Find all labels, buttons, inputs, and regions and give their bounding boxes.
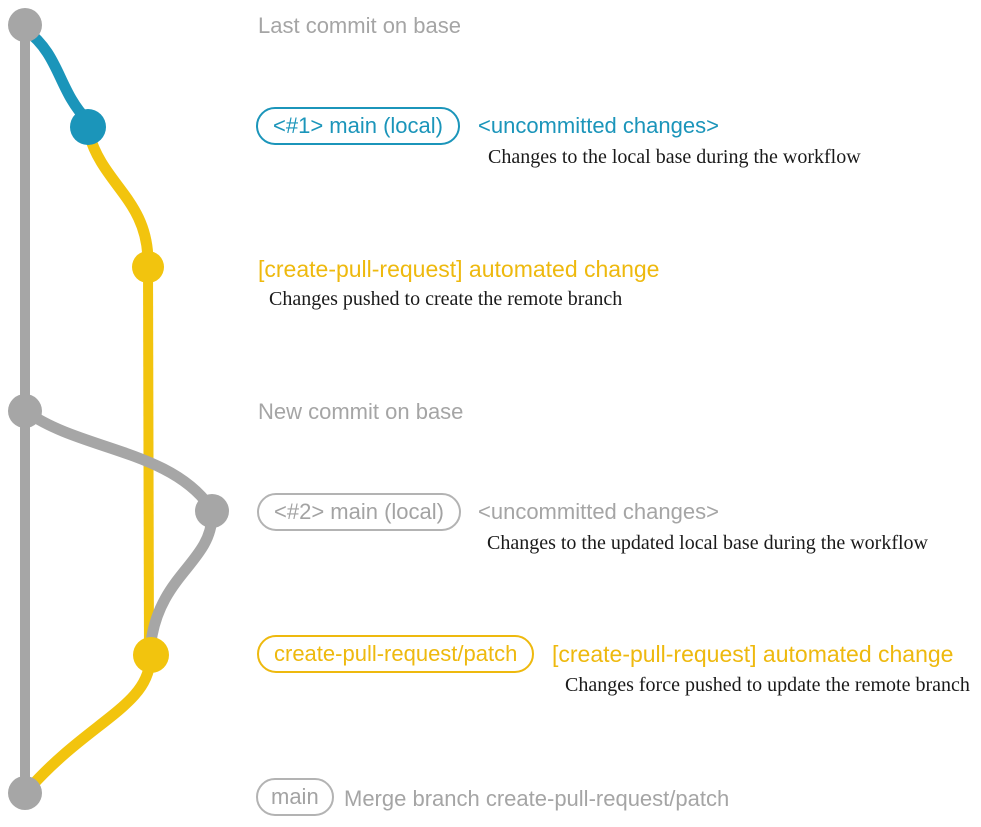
patch-branch-curve-top [83,128,154,268]
heading-uncommitted-changes-2: <uncommitted changes> [478,499,719,524]
commit-dot-merge [8,776,42,810]
heading-automated-change-1: [create-pull-request] automated change [258,256,660,282]
commit-dot-automated-1 [132,251,164,283]
local-changes-curve-1 [20,24,93,126]
git-graph [8,8,229,810]
label-last-commit-on-base: Last commit on base [258,13,461,38]
commit-dot-new-base [8,394,42,428]
label-new-commit-on-base: New commit on base [258,399,464,424]
commit-dot-last-base [8,8,42,42]
commit-dot-automated-2 [133,637,169,673]
commit-dot-uncommitted-2 [195,494,229,528]
note-uncommitted-changes-1: Changes to the local base during the wor… [488,146,861,168]
patch-merge-curve [22,654,156,796]
note-automated-change-2: Changes force pushed to update the remot… [565,674,970,696]
note-automated-change-1: Changes pushed to create the remote bran… [269,288,623,310]
heading-uncommitted-changes-1: <uncommitted changes> [478,113,719,138]
note-uncommitted-changes-2: Changes to the updated local base during… [487,532,928,554]
commit-dot-uncommitted-1 [70,109,106,145]
heading-merge-branch: Merge branch create-pull-request/patch [344,786,730,811]
branch-badge-patch: create-pull-request/patch [257,635,535,673]
rebase-curve [145,510,218,648]
branch-badge-main-merge: main [256,778,334,816]
branch-badge-main-local-2: <#2> main (local) [257,493,461,531]
branch-badge-main-local-1: <#1> main (local) [256,107,460,145]
heading-automated-change-2: [create-pull-request] automated change [552,641,954,667]
local-changes-curve-2 [21,406,216,513]
